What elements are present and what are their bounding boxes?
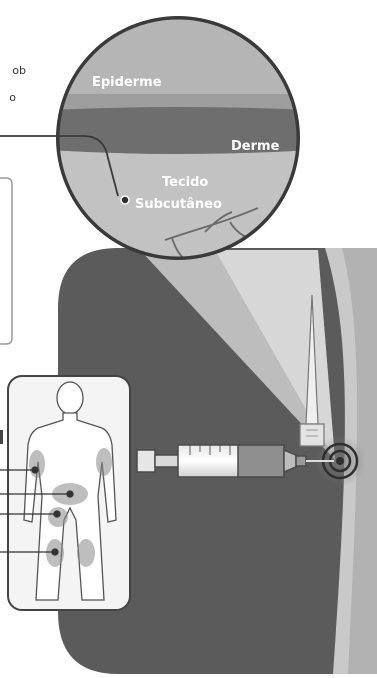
cut-off-text-line-1: ob xyxy=(0,64,26,77)
syringe-needle-base xyxy=(296,456,306,466)
zone-thigh-right xyxy=(77,539,95,567)
layer-epidermis xyxy=(50,10,310,94)
human-body-box xyxy=(0,376,130,610)
label-subcutaneous-line-2: Subcutâneo xyxy=(135,197,222,212)
zone-arm xyxy=(29,450,45,478)
label-dermis: Derme xyxy=(231,139,280,154)
cut-off-text-line-2: o xyxy=(0,91,16,104)
label-epidermis: Epiderme xyxy=(92,75,162,90)
label-subcutaneous-line-1: Tecido xyxy=(162,175,208,190)
syringe-plunger-rod xyxy=(155,455,179,467)
zone-arm-right xyxy=(96,448,112,476)
syringe-medication xyxy=(238,445,284,477)
connector-dot xyxy=(121,196,129,204)
cut-off-frame xyxy=(0,178,12,344)
injection-site-dot xyxy=(336,457,344,465)
syringe-plunger-cap xyxy=(137,450,155,472)
cut-off-bracket xyxy=(0,430,3,444)
syringe-barrel xyxy=(178,445,240,477)
